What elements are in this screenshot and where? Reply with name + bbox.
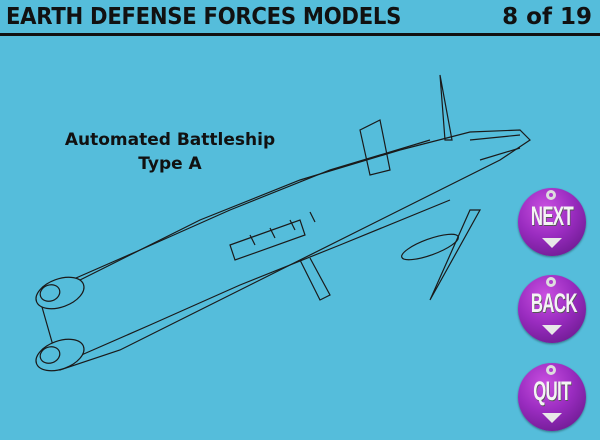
- next-label: NEXT: [530, 201, 574, 231]
- anchor-fluke-icon: [542, 413, 562, 423]
- anchor-ring-icon: [546, 365, 556, 375]
- anchor-ring-icon: [546, 190, 556, 200]
- anchor-fluke-icon: [542, 325, 562, 335]
- quit-label: QUIT: [533, 376, 571, 406]
- back-label: BACK: [530, 288, 578, 318]
- model-name-line2: Type A: [138, 154, 202, 174]
- header-divider: [0, 33, 600, 36]
- page-title: EARTH DEFENSE FORCES MODELS: [6, 4, 402, 30]
- anchor-ring-icon: [546, 277, 556, 287]
- page-counter: 8 of 19: [502, 4, 592, 30]
- model-name-line1: Automated Battleship: [64, 130, 276, 150]
- quit-button[interactable]: QUIT: [518, 363, 586, 431]
- next-button[interactable]: NEXT: [518, 188, 586, 256]
- anchor-fluke-icon: [542, 238, 562, 248]
- model-caption: Automated Battleship Type A: [60, 128, 280, 176]
- battleship-illustration: [35, 74, 531, 372]
- back-button[interactable]: BACK: [518, 275, 586, 343]
